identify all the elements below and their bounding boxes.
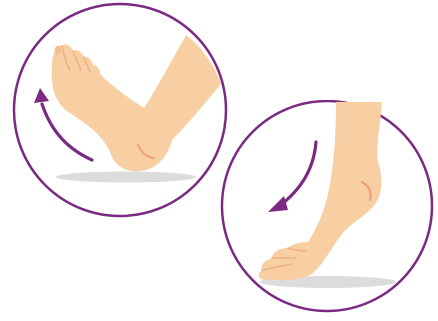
- downward-curved-arrow-icon: [282, 142, 316, 204]
- arrowhead-down: [268, 196, 288, 212]
- foot-plantarflexion-icon: [212, 100, 438, 321]
- foot-shape: [259, 102, 382, 280]
- dorsiflexion-panel: [0, 0, 240, 225]
- floor-shadow: [56, 172, 196, 183]
- arrowhead-up: [34, 88, 49, 103]
- big-toenail: [55, 46, 61, 55]
- foot-dorsiflexion-icon: [0, 0, 240, 225]
- plantarflexion-panel: [212, 100, 438, 321]
